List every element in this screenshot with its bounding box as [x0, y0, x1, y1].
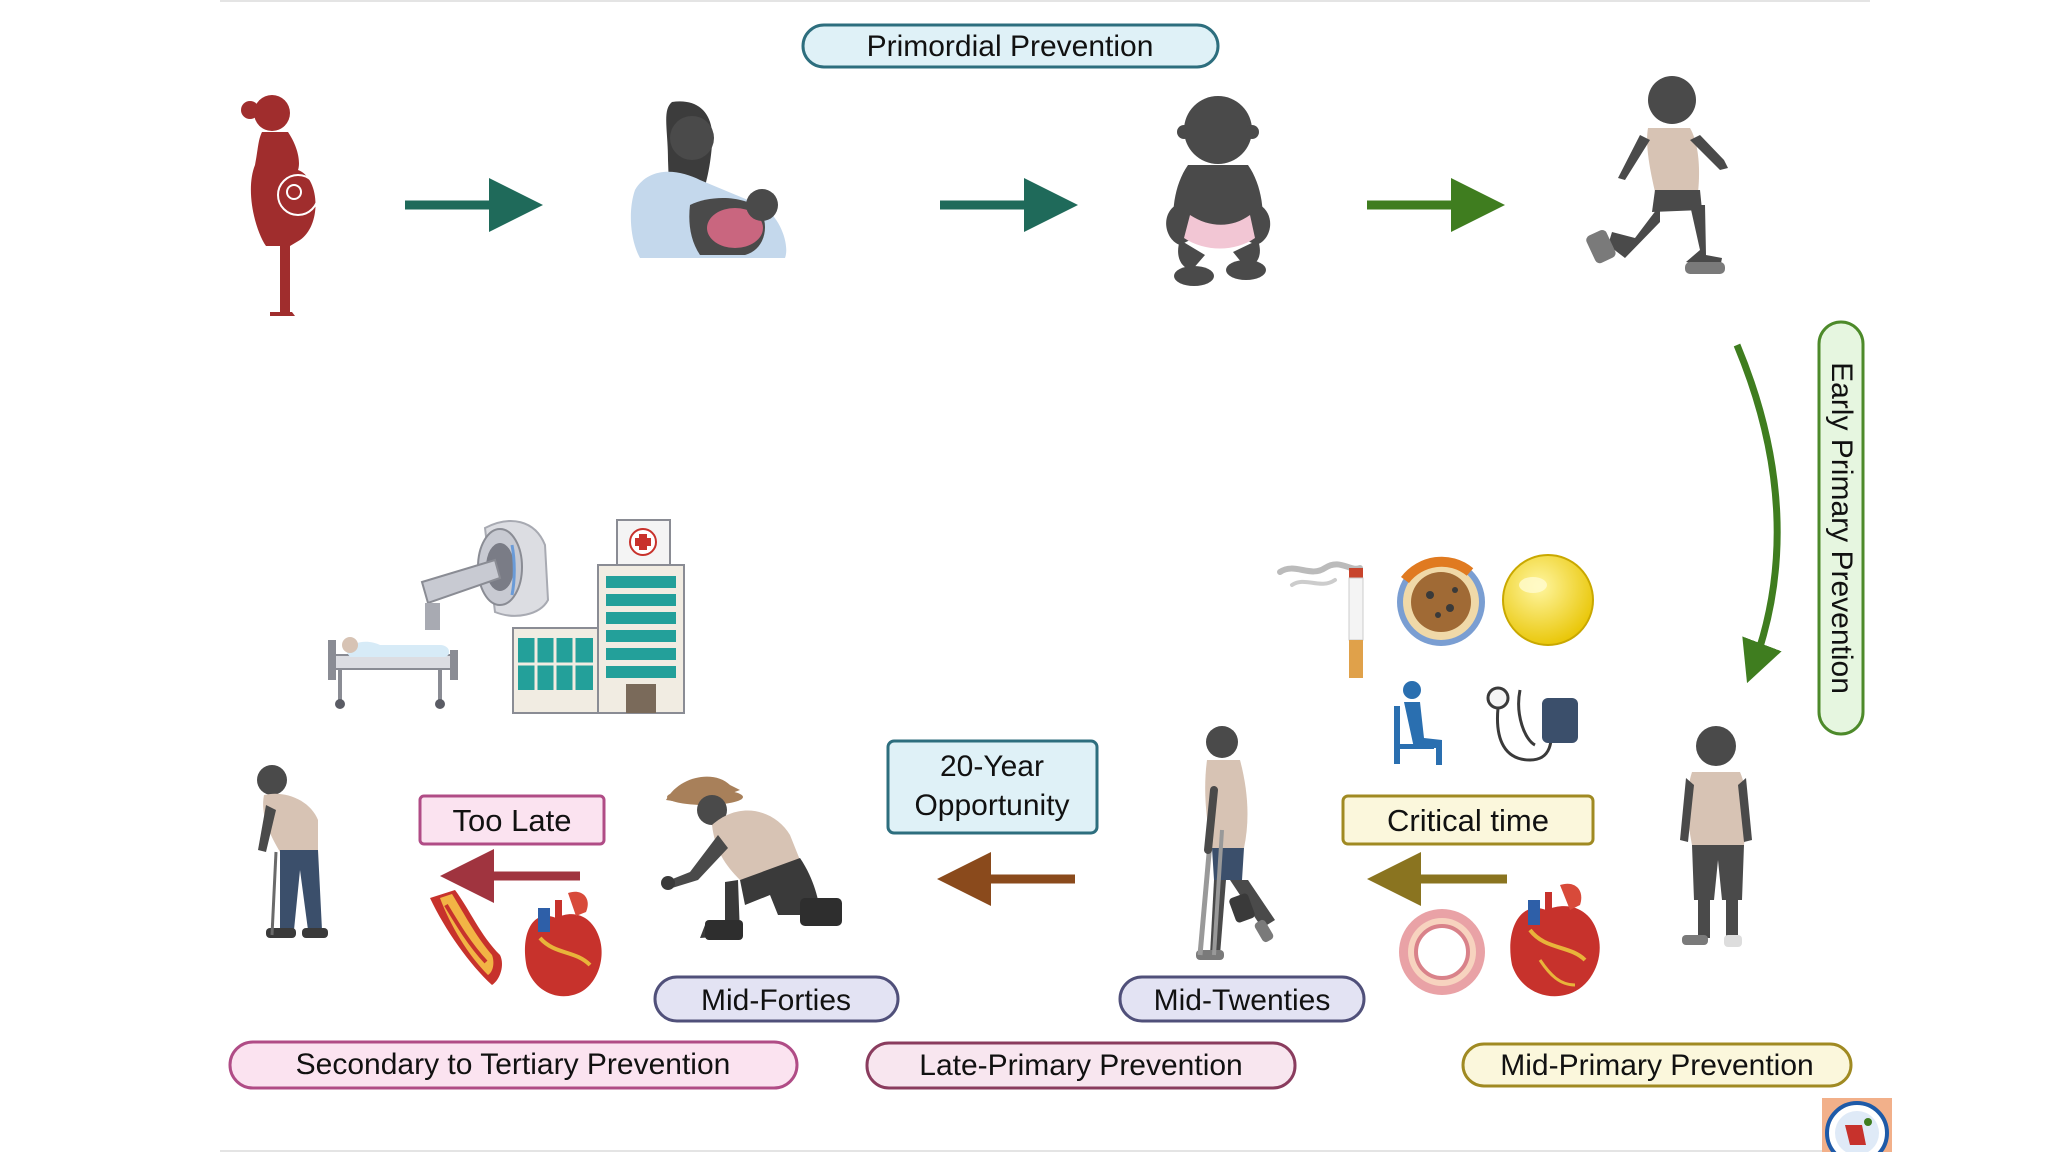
- mid-forties-label: Mid-Forties: [653, 975, 900, 1023]
- hospital-bed-icon: [328, 637, 458, 709]
- svg-text:Mid-Forties: Mid-Forties: [701, 984, 851, 1017]
- sitting-baby-icon: [1166, 96, 1271, 286]
- arrow-curved-down: [1733, 343, 1782, 684]
- lipoprotein-icon: [1397, 556, 1485, 646]
- stage-primordial: Primordial Prevention: [801, 23, 1220, 69]
- heart-icon: [1510, 883, 1600, 997]
- stage-secondary-tertiary: Secondary to Tertiary Prevention: [228, 1040, 799, 1090]
- hospital-building-icon: [512, 519, 685, 714]
- standing-child-icon: [1680, 726, 1752, 947]
- svg-text:Mid-Primary Prevention: Mid-Primary Prevention: [1500, 1049, 1813, 1082]
- svg-text:Opportunity: Opportunity: [914, 789, 1069, 822]
- svg-text:Too Late: Too Late: [453, 803, 572, 838]
- mri-scanner-icon: [420, 520, 550, 630]
- young-adult-crutches-icon: [1196, 726, 1275, 960]
- critical-time-label: Critical time: [1341, 794, 1595, 846]
- stage-late-primary: Late-Primary Prevention: [865, 1041, 1297, 1090]
- artery-ring-icon: [1399, 909, 1485, 995]
- mid-twenties-label: Mid-Twenties: [1118, 975, 1366, 1023]
- twenty-year-opportunity-label: 20-Year Opportunity: [886, 739, 1099, 835]
- fat-droplet-icon: [1502, 554, 1594, 646]
- running-child-icon: [1586, 76, 1728, 274]
- svg-text:Mid-Twenties: Mid-Twenties: [1154, 984, 1331, 1017]
- blood-pressure-cuff-icon: [1486, 686, 1578, 762]
- blocked-artery-icon: [430, 890, 503, 985]
- svg-text:Critical time: Critical time: [1387, 803, 1549, 838]
- stage-early-primary: Early Primary Prevention: [1817, 320, 1865, 736]
- breastfeeding-mother-icon: [630, 101, 787, 258]
- svg-text:Early Primary Prevention: Early Primary Prevention: [1825, 362, 1858, 694]
- heart-icon: [525, 891, 602, 997]
- hunched-elderly-icon: [257, 765, 328, 938]
- svg-text:20-Year: 20-Year: [940, 750, 1044, 783]
- logo-badge-icon: [1822, 1098, 1892, 1152]
- too-late-label: Too Late: [418, 794, 606, 846]
- svg-text:Primordial Prevention: Primordial Prevention: [867, 30, 1154, 63]
- kneeling-farmer-icon: [661, 776, 842, 940]
- stage-mid-primary: Mid-Primary Prevention: [1461, 1042, 1853, 1088]
- svg-text:Secondary to Tertiary Preventi: Secondary to Tertiary Prevention: [296, 1048, 731, 1081]
- pregnant-woman-icon: [241, 95, 319, 316]
- sitting-person-icon: [1394, 681, 1442, 765]
- cigarette-icon: [1277, 561, 1364, 678]
- svg-text:Late-Primary Prevention: Late-Primary Prevention: [919, 1049, 1242, 1082]
